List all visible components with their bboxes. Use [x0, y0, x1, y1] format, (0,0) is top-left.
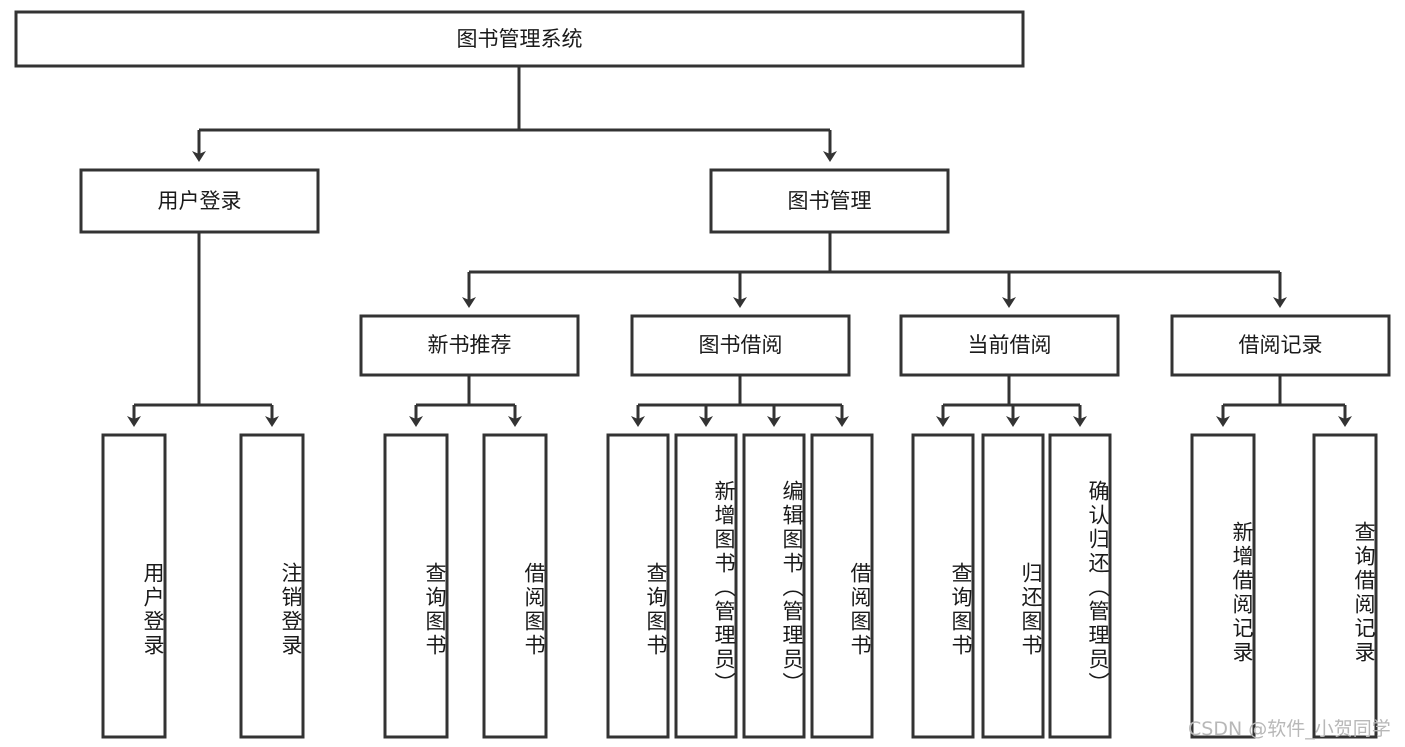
connector-bookmgmt-to-level3	[462, 232, 1287, 308]
node-borrow-record-label: 借阅记录	[1239, 333, 1323, 357]
connector-bookborrow-to-leaves	[631, 375, 849, 427]
leaf-box-return-book[interactable]	[981, 433, 1045, 739]
node-root-label: 图书管理系统	[457, 27, 583, 51]
node-book-management[interactable]: 图书管理	[709, 168, 950, 234]
leaf-box-user-login[interactable]	[101, 433, 167, 739]
leaf-box-query-book-3[interactable]	[911, 433, 975, 739]
csdn-watermark: CSDN @软件_小贺同学	[1188, 718, 1391, 740]
node-current-borrow-label: 当前借阅	[968, 333, 1052, 357]
leaf-box-query-book-2[interactable]	[606, 433, 670, 739]
connector-newbook-to-leaves	[409, 375, 522, 427]
node-user-login-label: 用户登录	[158, 189, 242, 213]
node-book-borrow[interactable]: 图书借阅	[630, 314, 851, 377]
connector-currentborrow-to-leaves	[936, 375, 1087, 427]
node-borrow-record[interactable]: 借阅记录	[1170, 314, 1391, 377]
connector-root-to-level2	[192, 66, 837, 162]
node-root[interactable]: 图书管理系统	[14, 10, 1025, 68]
connector-borrowrecord-to-leaves	[1216, 375, 1352, 427]
connector-userlogin-to-leaves	[127, 232, 279, 427]
leaf-box-edit-book[interactable]	[742, 433, 806, 739]
leaf-box-query-record[interactable]	[1312, 433, 1378, 739]
node-book-borrow-label: 图书借阅	[699, 333, 783, 357]
leaf-box-user-logout[interactable]	[239, 433, 305, 739]
node-book-management-label: 图书管理	[788, 189, 872, 213]
node-new-book-recommend[interactable]: 新书推荐	[359, 314, 580, 377]
leaf-box-borrow-book-2[interactable]	[810, 433, 874, 739]
leaf-box-add-book[interactable]	[674, 433, 738, 739]
leaf-box-confirm-return[interactable]	[1048, 433, 1112, 739]
leaf-box-borrow-book-1[interactable]	[482, 433, 548, 739]
node-user-login[interactable]: 用户登录	[79, 168, 320, 234]
leaf-box-add-record[interactable]	[1190, 433, 1256, 739]
node-new-book-recommend-label: 新书推荐	[428, 333, 512, 357]
leaf-box-query-book-1[interactable]	[383, 433, 449, 739]
node-current-borrow[interactable]: 当前借阅	[899, 314, 1120, 377]
